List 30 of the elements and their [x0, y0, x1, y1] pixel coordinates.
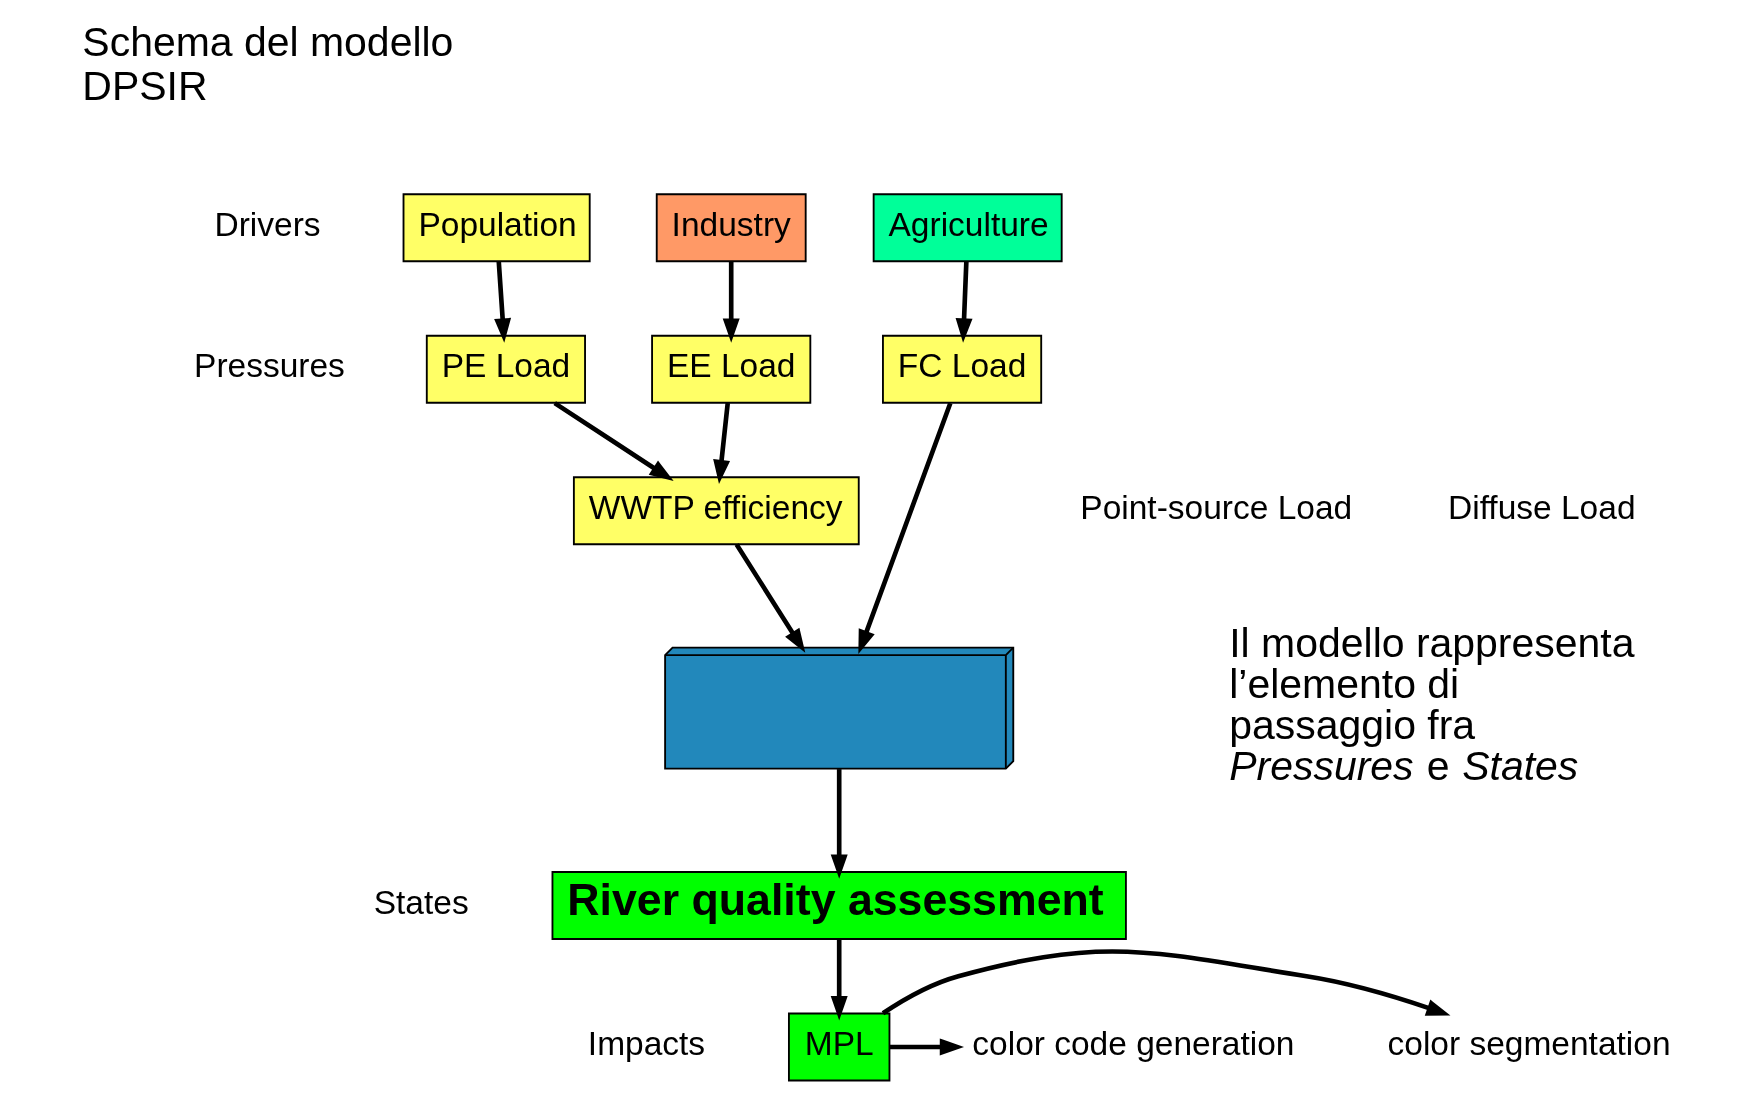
label: Impacts: [587, 1025, 705, 1063]
node-box: EE Load: [650, 334, 811, 404]
arrow: [881, 949, 1450, 1016]
node-text: color code generation: [971, 1025, 1295, 1063]
node-box: Population: [402, 193, 591, 263]
arrow: [830, 939, 848, 1021]
label: Il modello rappresenta l’elemento di passaggio fra Pressures e States: [1228, 620, 1634, 789]
label: Schema del modello DPSIR: [81, 18, 453, 110]
node-box: PE Load: [425, 334, 586, 404]
node-box: River quality assessment: [551, 871, 1127, 940]
arrow: [955, 261, 973, 343]
arrow: [722, 261, 740, 343]
node-box: WWTP efficiency: [572, 476, 860, 546]
arrow: [830, 769, 848, 879]
arrow: [857, 402, 952, 654]
label: Diffuse Load: [1447, 488, 1636, 526]
node-box: FC Load: [881, 334, 1042, 404]
arrow: [552, 401, 674, 481]
label: Drivers: [214, 205, 321, 243]
arrow: [712, 402, 730, 485]
label: Pressures: [193, 347, 345, 385]
node-box: Agriculture: [872, 193, 1063, 263]
label: Point-source Load: [1079, 488, 1352, 526]
node-text: color segmentation: [1387, 1025, 1671, 1063]
arrow: [889, 1038, 964, 1056]
node-box: Industry: [655, 193, 807, 263]
arrow: [493, 261, 511, 343]
label: States: [373, 883, 469, 921]
arrow: [734, 543, 805, 653]
node-box: MPL: [787, 1012, 890, 1082]
